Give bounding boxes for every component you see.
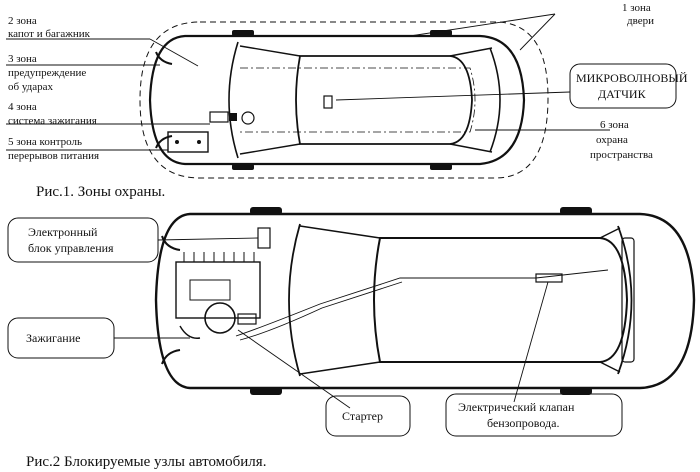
battery-terminal-right (197, 140, 201, 144)
svg-text:2 зона: 2 зона (8, 15, 37, 27)
ecu-unit (257, 227, 271, 249)
figure2-leaders (114, 237, 549, 409)
microwave-sensor (323, 95, 333, 109)
windshield-line (228, 41, 239, 159)
roof-outline (295, 55, 473, 145)
zone2-label: 2 зона капот и багажник (8, 15, 91, 40)
car2-rear-window (617, 225, 633, 375)
svg-text:Электрический клапан: Электрический клапан (458, 400, 575, 414)
svg-text:Стартер: Стартер (342, 409, 383, 423)
figure1-leaders (6, 13, 610, 151)
door-line-top (239, 45, 493, 57)
car2-wheel-3 (250, 387, 282, 395)
headlight-bottom (155, 135, 173, 149)
figure1-car (139, 21, 549, 179)
sensor-label-box: МИКРОВОЛНОВЫЙ ДАТЧИК (569, 63, 688, 109)
zone6-label: 6 зона охрана пространства (590, 119, 653, 161)
starter-motor (204, 302, 236, 334)
wheel-rear-top (430, 30, 452, 36)
ignition-link (229, 113, 237, 121)
svg-text:об ударах: об ударах (8, 81, 54, 93)
figure2-caption: Рис.2 Блокируемые узлы автомобиля. (26, 454, 266, 470)
svg-text:двери: двери (627, 15, 654, 27)
car2-headlight-top (161, 235, 181, 251)
engine-detail (189, 279, 231, 301)
svg-text:3 зона: 3 зона (8, 53, 37, 65)
space-zone-boundary (139, 21, 549, 179)
car-body (148, 34, 526, 166)
svg-text:ДАТЧИК: ДАТЧИК (598, 87, 647, 101)
rear-window-line (489, 47, 501, 153)
car2-door-top (299, 225, 621, 239)
trunk-panel (621, 237, 635, 363)
figure2-car (154, 207, 696, 395)
svg-text:5 зона контроль: 5 зона контроль (8, 136, 82, 148)
zone3-label: 3 зона предупреждение об ударах (8, 53, 86, 93)
fuel-line-2 (239, 281, 403, 341)
car2-roof (373, 237, 629, 363)
car2-windshield (288, 223, 301, 377)
headlight-top (155, 51, 173, 65)
battery (167, 131, 209, 153)
svg-text:Зажигание: Зажигание (26, 331, 80, 345)
inner-zone-dashdot (240, 67, 476, 133)
car2-body (154, 212, 696, 390)
car2-wheel-1 (250, 207, 282, 215)
svg-text:пространства: пространства (590, 149, 653, 161)
car2-door-bottom (299, 361, 621, 375)
ecu-label-box: Электронный блок управления (7, 217, 159, 263)
zone1-label: 1 зона двери (622, 2, 654, 27)
starter-label-box: Стартер (325, 395, 411, 437)
fuel-valve (535, 273, 563, 283)
svg-text:4 зона: 4 зона (8, 101, 37, 113)
car2-headlight-bottom (161, 349, 181, 365)
valve-label-box: Электрический клапан бензопровода. (445, 393, 623, 437)
figure1-caption: Рис.1. Зоны охраны. (36, 184, 165, 200)
svg-text:капот и багажник: капот и багажник (8, 28, 91, 40)
zone5-label: 5 зона контроль перерывов питания (8, 136, 99, 162)
fuel-line (235, 269, 609, 337)
svg-text:система зажигания: система зажигания (8, 115, 97, 127)
car2-wheel-2 (560, 207, 592, 215)
svg-text:блок управления: блок управления (28, 241, 114, 255)
ignition-label-box: Зажигание (7, 317, 115, 359)
svg-text:бензопровода.: бензопровода. (487, 416, 559, 430)
svg-text:перерывов питания: перерывов питания (8, 150, 99, 162)
svg-text:охрана: охрана (596, 134, 628, 146)
svg-text:1 зона: 1 зона (622, 2, 651, 14)
door-line-bottom (239, 143, 493, 155)
ignition-unit (209, 111, 229, 123)
svg-text:6 зона: 6 зона (600, 119, 629, 131)
wheel-rear-bottom (430, 164, 452, 170)
engine-block (175, 261, 261, 319)
wheel-front-top (232, 30, 254, 36)
wheel-front-bottom (232, 164, 254, 170)
svg-text:Электронный: Электронный (28, 225, 98, 239)
ignition-coil (241, 111, 255, 125)
engine-fins (183, 252, 255, 262)
svg-text:предупреждение: предупреждение (8, 67, 86, 79)
ignition-switch (179, 325, 201, 339)
starter-mount (237, 313, 257, 325)
car2-wheel-4 (560, 387, 592, 395)
svg-text:МИКРОВОЛНОВЫЙ: МИКРОВОЛНОВЫЙ (576, 71, 688, 85)
zone4-label: 4 зона система зажигания (8, 101, 97, 127)
battery-terminal-left (175, 140, 179, 144)
